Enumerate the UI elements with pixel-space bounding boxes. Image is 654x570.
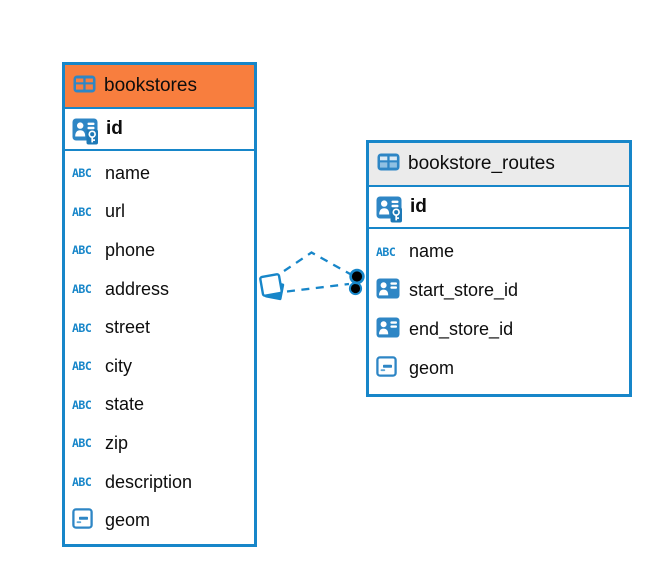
- column-row[interactable]: ABC zip: [65, 424, 254, 463]
- column-label: url: [105, 201, 126, 222]
- column-label: state: [105, 394, 145, 415]
- column-row[interactable]: ABC state: [65, 386, 254, 425]
- relationship-link-lower[interactable]: [286, 282, 350, 293]
- column-label: end_store_id: [409, 319, 514, 339]
- column-label: geom: [409, 358, 455, 378]
- person-key-icon: [376, 192, 403, 223]
- table-icon: [73, 75, 96, 98]
- relationship-target-endpoints[interactable]: [348, 268, 365, 296]
- column-row[interactable]: ABC phone: [65, 231, 254, 270]
- reference-type-icon: [376, 317, 403, 343]
- column-label: description: [105, 471, 193, 492]
- column-label: address: [105, 278, 170, 299]
- text-type-icon: ABC: [72, 436, 92, 451]
- table-title: bookstores: [104, 75, 197, 96]
- column-row[interactable]: ABC name: [369, 232, 629, 271]
- text-type-icon: ABC: [72, 204, 92, 219]
- geometry-type-icon: [72, 507, 99, 534]
- text-type-icon: ABC: [72, 166, 92, 181]
- geometry-type-icon: [376, 355, 403, 382]
- table-header[interactable]: bookstore_routes: [369, 143, 629, 187]
- table-icon: [377, 153, 400, 176]
- relationship-link-upper[interactable]: [283, 251, 352, 276]
- column-row[interactable]: ABC address: [65, 270, 254, 309]
- column-row[interactable]: geom: [65, 501, 254, 540]
- column-row[interactable]: ABC street: [65, 308, 254, 347]
- column-row[interactable]: ABC name: [65, 154, 254, 193]
- table-title: bookstore_routes: [408, 153, 555, 174]
- relationship-source-marker[interactable]: [259, 273, 285, 301]
- column-label: street: [105, 317, 151, 338]
- text-type-icon: ABC: [72, 282, 92, 297]
- column-row[interactable]: ABC city: [65, 347, 254, 386]
- column-label: zip: [105, 432, 129, 453]
- primary-key-row[interactable]: id: [65, 109, 254, 151]
- column-label: name: [409, 241, 455, 261]
- primary-key-label: id: [106, 118, 123, 139]
- person-key-icon: [72, 114, 99, 145]
- text-type-icon: ABC: [72, 359, 92, 374]
- text-type-icon: ABC: [72, 320, 92, 335]
- table-header[interactable]: bookstores: [65, 65, 254, 109]
- text-type-icon: ABC: [72, 397, 92, 412]
- table-bookstore-routes[interactable]: bookstore_routes id ABC name start_store_i…: [366, 140, 632, 397]
- column-row[interactable]: end_store_id: [369, 310, 629, 349]
- column-label: city: [105, 355, 132, 376]
- column-label: geom: [105, 510, 151, 531]
- text-type-icon: ABC: [376, 244, 396, 259]
- primary-key-label: id: [410, 196, 427, 217]
- column-row[interactable]: geom: [369, 349, 629, 388]
- primary-key-row[interactable]: id: [369, 187, 629, 229]
- text-type-icon: ABC: [72, 475, 92, 490]
- column-label: phone: [105, 239, 156, 260]
- text-type-icon: ABC: [72, 243, 92, 258]
- reference-type-icon: [376, 278, 403, 304]
- column-row[interactable]: ABC url: [65, 193, 254, 232]
- column-label: start_store_id: [409, 280, 519, 300]
- column-label: name: [105, 162, 151, 183]
- column-row[interactable]: start_store_id: [369, 271, 629, 310]
- column-row[interactable]: ABC description: [65, 463, 254, 502]
